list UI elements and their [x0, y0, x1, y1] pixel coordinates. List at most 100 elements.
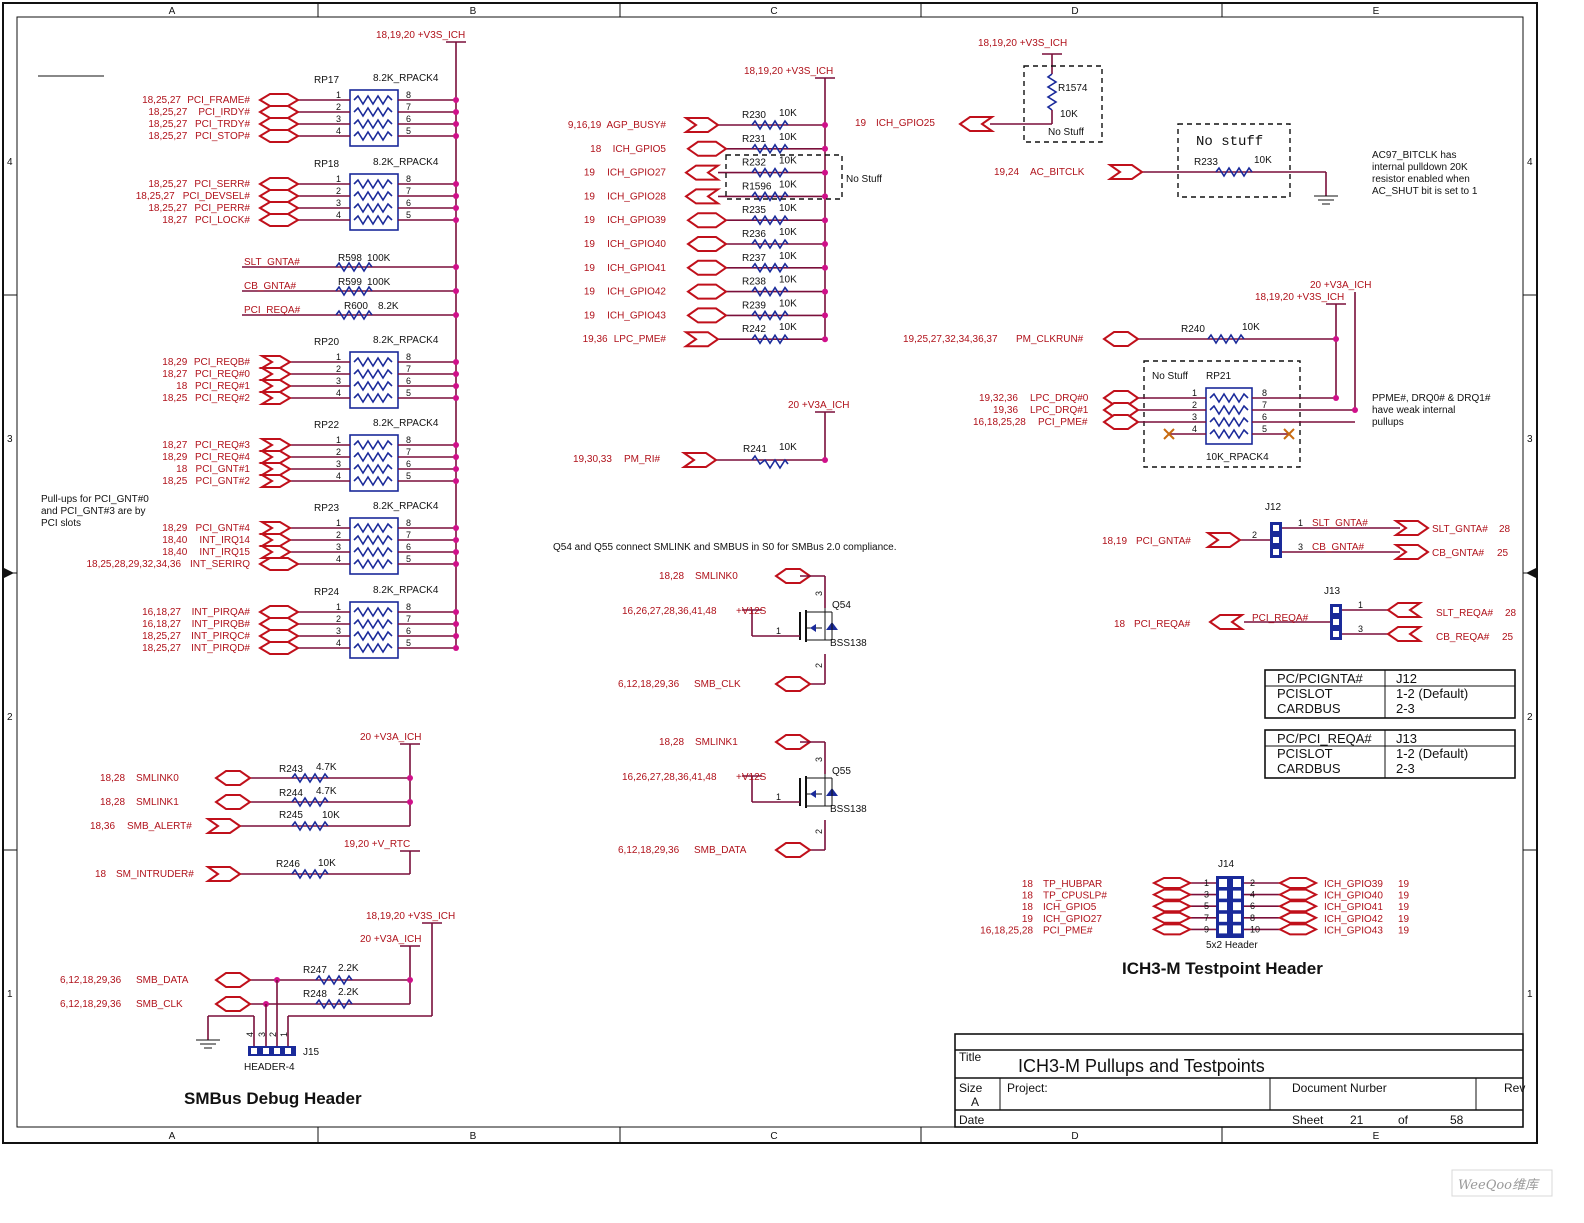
value-label: 10K	[1254, 155, 1272, 166]
table-header: PC/PCIGNTA#	[1277, 671, 1363, 686]
net-label: PCI_PME#	[1043, 925, 1093, 936]
power-label: 20 +V3A_ICH	[360, 732, 421, 743]
svg-text:2: 2	[814, 829, 824, 834]
ref-label: R235	[742, 205, 766, 216]
svg-text:4: 4	[336, 126, 341, 136]
power-label: 20 +V3A_ICH	[1310, 280, 1371, 291]
row-label: 4	[7, 157, 13, 168]
net-refs: 6,12,18,29,36	[60, 999, 122, 1010]
watermark-text: WeeQoo维库	[1458, 1178, 1540, 1193]
pin-label: 3	[1204, 890, 1209, 900]
pin-label: 10	[1250, 924, 1260, 934]
svg-text:1: 1	[336, 90, 341, 100]
net-label: INT_IRQ15	[199, 547, 250, 558]
value-label: 100K	[367, 277, 391, 288]
net-label: AC_BITCLK	[1030, 167, 1085, 178]
net-refs: 18,25,27	[148, 119, 187, 130]
svg-text:1: 1	[336, 352, 341, 362]
svg-text:6: 6	[406, 626, 411, 636]
svg-text:1: 1	[336, 174, 341, 184]
section-title: ICH3-M Testpoint Header	[1122, 959, 1323, 978]
power-label: +V12S	[736, 772, 767, 783]
ref-label: R237	[742, 253, 766, 264]
note-line: PCI slots	[41, 518, 81, 529]
net-refs: 19	[1398, 891, 1410, 902]
value-label: 10K	[1242, 322, 1260, 333]
net-label: PCI_FRAME#	[187, 95, 250, 106]
svg-text:6: 6	[406, 542, 411, 552]
value-label: 10K	[1060, 109, 1078, 120]
pin-label: 9	[1204, 924, 1209, 934]
value-label: 10K	[779, 132, 797, 143]
net-label: PCI_REQ#0	[195, 369, 250, 380]
gnt-pullup-note: Pull-ups for PCI_GNT#0 and PCI_GNT#3 are…	[41, 494, 149, 529]
pack-ref-label: RP18	[314, 159, 339, 170]
pack-ref-label: RP20	[314, 337, 339, 348]
net-label: SMB_CLK	[136, 999, 183, 1010]
net-label: ICH_GPIO42	[607, 287, 666, 298]
net-refs: 19	[1398, 902, 1410, 913]
table-header: PC/PCI_REQA#	[1277, 731, 1372, 746]
q54-q55-note: Q54 and Q55 connect SMLINK and SMBUS in …	[553, 542, 897, 553]
part-label: BSS138	[830, 804, 867, 815]
value-label: 10K	[318, 858, 336, 869]
net-label: ICH_GPIO39	[1324, 879, 1383, 890]
net-refs: 16,18,25,28	[973, 417, 1026, 428]
net-refs: 19	[584, 191, 596, 202]
net-label: ICH_GPIO41	[1324, 902, 1383, 913]
pack-ref-label: RP17	[314, 75, 339, 86]
net-label: SMB_DATA	[694, 845, 747, 856]
row-labels-left: 4 3 2 1	[7, 157, 13, 1000]
ref-label: R238	[742, 277, 766, 288]
svg-text:7: 7	[406, 364, 411, 374]
svg-text:4: 4	[1192, 424, 1197, 434]
net-label: ICH_GPIO5	[1043, 902, 1097, 913]
svg-text:8: 8	[406, 518, 411, 528]
net-label: SMLINK0	[136, 773, 179, 784]
table-cell: 1-2 (Default)	[1396, 686, 1468, 701]
net-label: ICH_GPIO43	[1324, 925, 1383, 936]
pin-label: 2	[1252, 530, 1257, 540]
value-label: 10K	[779, 251, 797, 262]
net-refs: 18,25,27	[142, 631, 181, 642]
svg-text:1: 1	[336, 602, 341, 612]
ref-label: R242	[742, 324, 766, 335]
net-refs: 18,28	[100, 797, 125, 808]
net-label: INT_PIRQD#	[191, 643, 250, 654]
net-label: ICH_GPIO41	[607, 263, 666, 274]
pack-value-label: 8.2K_RPACK4	[373, 157, 439, 168]
note-line: AC_SHUT bit is set to 1	[1372, 186, 1478, 197]
ref-label: R233	[1194, 157, 1218, 168]
row-label: 1	[7, 989, 13, 1000]
pin-label: 3	[1298, 542, 1303, 552]
no-stuff-label: No Stuff	[1048, 127, 1084, 138]
svg-text:3: 3	[336, 198, 341, 208]
gpio-pullup-row: ICH_GPIO41 19 R237 10K	[584, 251, 828, 276]
svg-text:4: 4	[336, 638, 341, 648]
ppme-note: PPME#, DRQ0# & DRQ1# have weak internal …	[1372, 393, 1491, 428]
net-label: ICH_GPIO40	[607, 239, 666, 250]
pin-label: 7	[1204, 913, 1209, 923]
net-refs: 16,18,27	[142, 607, 181, 618]
net-refs: 19,36	[583, 334, 608, 345]
ref-label: R600	[344, 301, 368, 312]
svg-text:8: 8	[406, 602, 411, 612]
smbus-debug-header: 18,19,20 +V3S_ICH 20 +V3A_ICH 6,12,18,29…	[60, 911, 455, 1108]
note-line: resistor enabled when	[1372, 174, 1470, 185]
no-stuff-box-label: No stuff	[1196, 134, 1263, 150]
note-line: and PCI_GNT#3 are by	[41, 506, 146, 517]
net-refs: 19	[584, 263, 596, 274]
ref-label: J14	[1218, 859, 1235, 870]
svg-text:8: 8	[406, 174, 411, 184]
svg-text:5: 5	[1262, 424, 1267, 434]
power-label: 18,19,20 +V3S_ICH	[1255, 292, 1344, 303]
ref-label: R248	[303, 989, 327, 1000]
net-refs: 19	[584, 239, 596, 250]
